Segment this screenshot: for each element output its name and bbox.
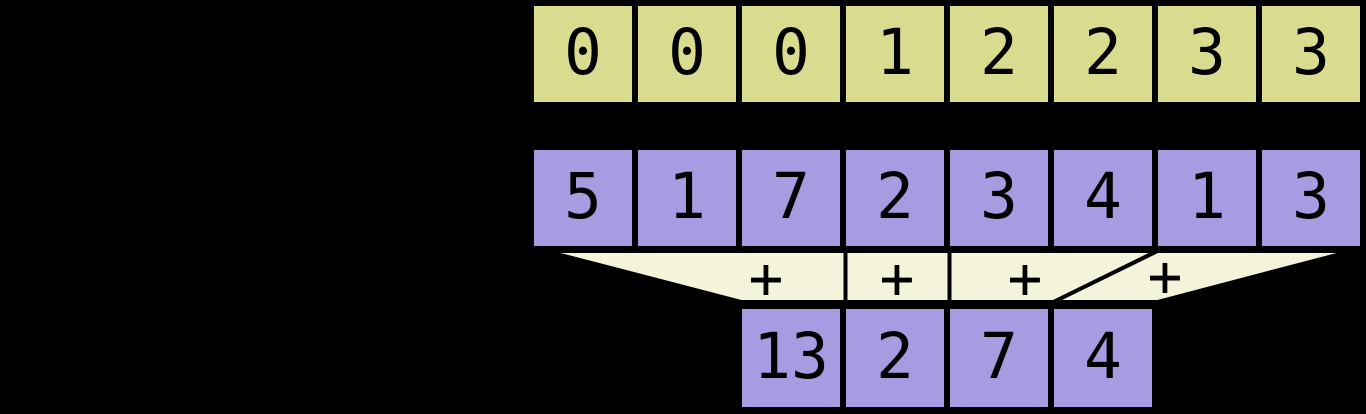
values-row: 5 1 7 2 3 4 1 3	[531, 147, 1363, 249]
funnel-shape-segment3	[1052, 249, 1353, 304]
keys-row: 0 0 0 1 2 2 3 3	[531, 3, 1363, 105]
result-cell-0: 13	[739, 306, 843, 410]
value-cell-1: 1	[635, 147, 739, 249]
key-cell-4: 2	[947, 3, 1051, 105]
result-row: 13 2 7 4	[739, 306, 1155, 410]
plus-operator-2: +	[1008, 244, 1043, 312]
plus-operator-0: +	[749, 244, 784, 312]
key-cell-7: 3	[1259, 3, 1363, 105]
key-cell-6: 3	[1155, 3, 1259, 105]
value-cell-4: 3	[947, 147, 1051, 249]
funnel-shape-segment0	[544, 249, 848, 304]
value-cell-0: 5	[531, 147, 635, 249]
key-cell-1: 0	[635, 3, 739, 105]
value-cell-7: 3	[1259, 147, 1363, 249]
plus-operator-3: +	[1148, 242, 1183, 310]
value-cell-3: 2	[843, 147, 947, 249]
key-cell-5: 2	[1051, 3, 1155, 105]
value-cell-5: 4	[1051, 147, 1155, 249]
key-cell-0: 0	[531, 3, 635, 105]
key-cell-2: 0	[739, 3, 843, 105]
key-cell-3: 1	[843, 3, 947, 105]
result-cell-2: 7	[947, 306, 1051, 410]
result-cell-3: 4	[1051, 306, 1155, 410]
value-cell-2: 7	[739, 147, 843, 249]
value-cell-6: 1	[1155, 147, 1259, 249]
plus-operator-1: +	[880, 244, 915, 312]
result-cell-1: 2	[843, 306, 947, 410]
